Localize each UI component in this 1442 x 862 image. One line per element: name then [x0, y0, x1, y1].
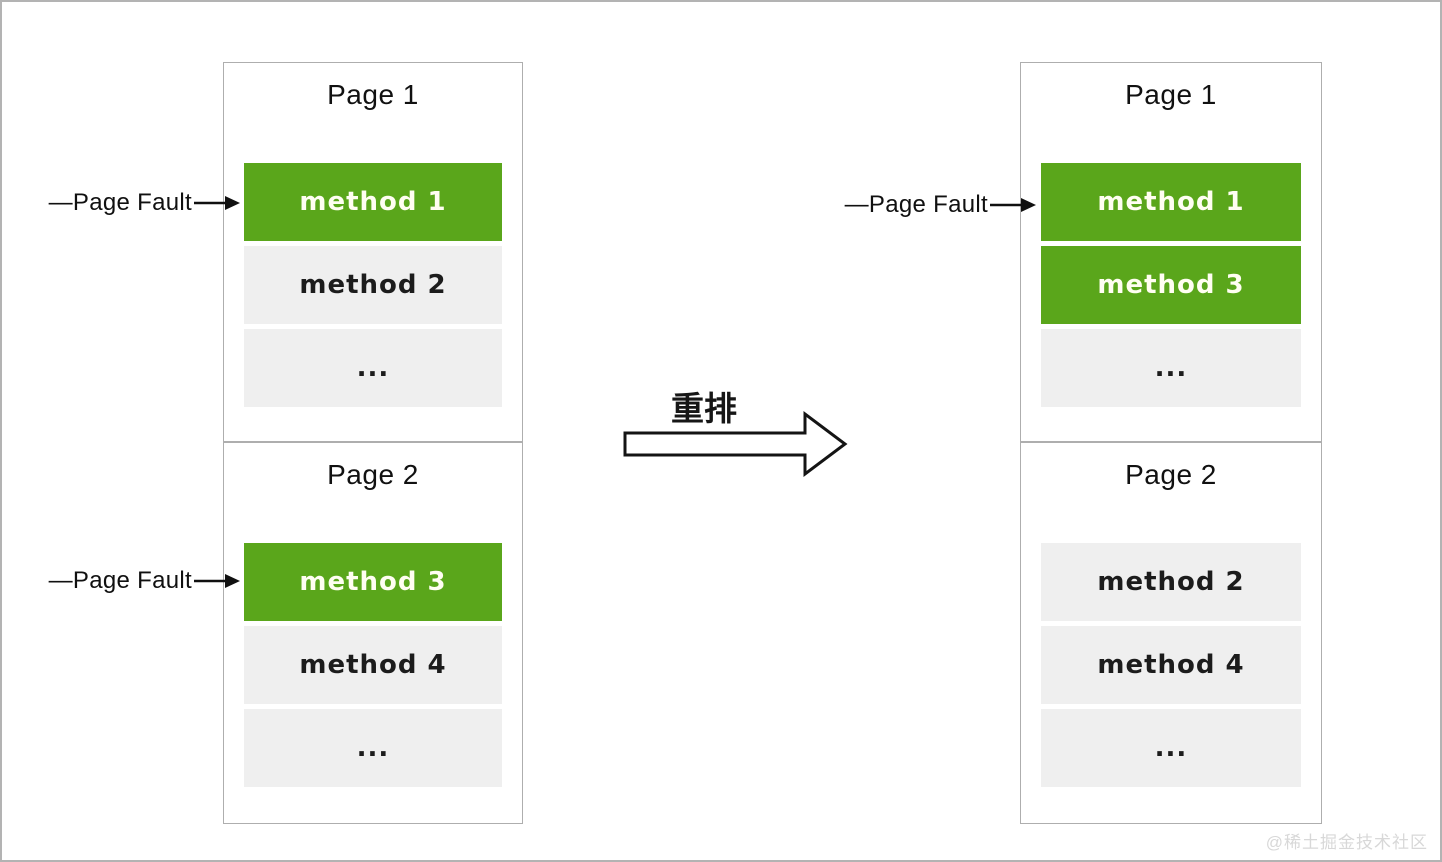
page-title: Page 1: [327, 79, 419, 110]
after-page-1-box: Page 1 method 1 method 3 ...: [1020, 62, 1322, 442]
watermark: @稀土掘金技术社区: [1265, 833, 1428, 852]
page-title: Page 2: [1125, 459, 1217, 490]
page-fault-callout-before-method3: —Page Fault: [49, 566, 240, 596]
method-row: method 2: [244, 246, 502, 324]
method-row: ...: [244, 709, 502, 787]
page-fault-label: —Page Fault: [48, 189, 192, 216]
before-page-1-box: Page 1 method 1 method 2 ...: [223, 62, 523, 442]
method-list: method 3 method 4 ...: [244, 543, 502, 787]
arrow-right-icon: [194, 574, 240, 588]
method-list: method 1 method 2 ...: [244, 163, 502, 407]
page-fault-callout-before-method1: —Page Fault: [49, 188, 240, 218]
method-list: method 2 method 4 ...: [1041, 543, 1301, 787]
method-row: ...: [1041, 329, 1301, 407]
method-row: method 3: [244, 543, 502, 621]
arrow-right-icon: [990, 198, 1036, 212]
page-fault-callout-after-method1: —Page Fault: [845, 190, 1036, 220]
method-row: method 1: [244, 163, 502, 241]
reorder-label: 重排: [671, 389, 737, 428]
page-title: Page 2: [327, 459, 419, 490]
method-row: method 2: [1041, 543, 1301, 621]
after-page-2-box: Page 2 method 2 method 4 ...: [1020, 442, 1322, 824]
before-page-2-box: Page 2 method 3 method 4 ...: [223, 442, 523, 824]
method-row: method 3: [1041, 246, 1301, 324]
page-fault-label: —Page Fault: [844, 191, 988, 218]
reorder-arrow-icon: [623, 411, 848, 477]
method-row: method 4: [1041, 626, 1301, 704]
method-row: method 4: [244, 626, 502, 704]
page-title: Page 1: [1125, 79, 1217, 110]
method-row: method 1: [1041, 163, 1301, 241]
method-list: method 1 method 3 ...: [1041, 163, 1301, 407]
method-row: ...: [244, 329, 502, 407]
arrow-right-icon: [194, 196, 240, 210]
page-fault-label: —Page Fault: [48, 567, 192, 594]
method-row: ...: [1041, 709, 1301, 787]
